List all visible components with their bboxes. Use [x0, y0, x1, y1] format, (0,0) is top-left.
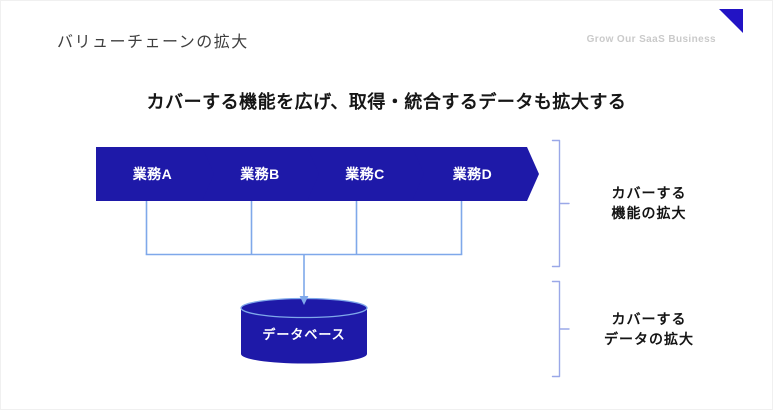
annotation-functions-line2: 機能の拡大: [611, 205, 687, 221]
process-arrow-d: 業務D: [412, 147, 539, 201]
process-arrow-b-label: 業務B: [240, 166, 280, 182]
process-arrow-c-label: 業務C: [345, 166, 385, 182]
database-body: [241, 308, 367, 364]
bracket-functions: [551, 139, 570, 268]
annotation-data-line2: データの拡大: [604, 331, 694, 347]
database-cylinder: [240, 297, 368, 364]
annotation-functions-line1: カバーする: [611, 185, 687, 201]
database-label: データベース: [262, 327, 346, 342]
process-arrow-a-label: 業務A: [132, 166, 173, 182]
db-arrow: [299, 254, 309, 305]
db-arrowhead-icon: [299, 296, 309, 305]
watermark-text: Grow Our SaaS Business: [586, 34, 716, 45]
slide-title: バリューチェーンの拡大: [57, 34, 249, 51]
brackets: [551, 139, 570, 378]
process-arrow-b: 業務B: [202, 147, 324, 201]
connector-lines: [145, 201, 463, 256]
annotation-data-line1: カバーする: [611, 311, 687, 327]
annotation-data: カバーする データの拡大: [561, 309, 737, 349]
bracket-data: [551, 280, 570, 378]
main-heading: カバーする機能を広げ、取得・統合するデータも拡大する: [146, 92, 627, 112]
process-arrow-c: 業務C: [307, 147, 429, 201]
process-arrow-a: 業務A: [96, 147, 219, 201]
process-arrow-d-label: 業務D: [452, 166, 493, 182]
annotation-functions: カバーする 機能の拡大: [561, 183, 737, 223]
